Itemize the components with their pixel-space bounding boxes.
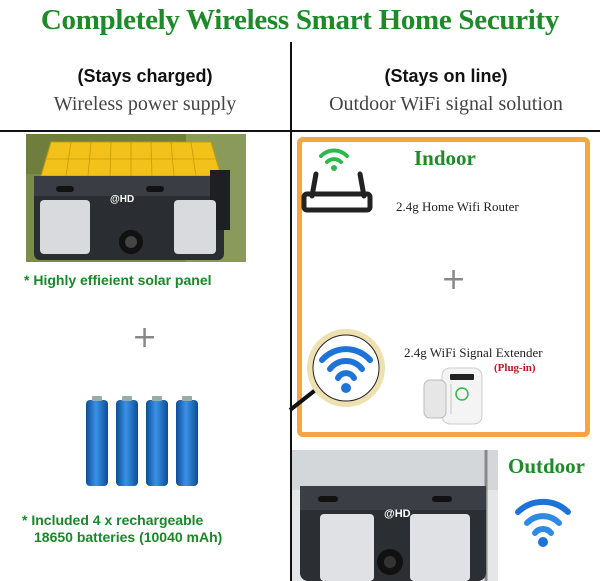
vertical-divider [290, 42, 292, 581]
right-subheading: Outdoor WiFi signal solution [329, 93, 563, 115]
page-title: Completely Wireless Smart Home Security [40, 4, 560, 36]
router-label: 2.4g Home Wifi Router [396, 199, 519, 214]
left-heading: (Stays charged) [77, 66, 213, 86]
horizontal-divider [0, 130, 600, 132]
magnifier-wifi-icon [288, 326, 392, 412]
right-plus: + [441, 262, 467, 297]
battery-caption-line1: * Included 4 x rechargeable [22, 512, 204, 528]
outdoor-wifi-icon [512, 496, 574, 548]
plugin-label: (Plug-in) [494, 362, 536, 374]
left-plus: + [132, 320, 158, 355]
right-heading: (Stays on line) [384, 66, 508, 86]
batteries-image [84, 396, 202, 488]
battery-caption-line2: 18650 batteries (10040 mAh) [34, 529, 223, 545]
outdoor-label: Outdoor [508, 454, 586, 478]
router-icon [300, 144, 374, 216]
indoor-panel [297, 137, 590, 437]
wifi-extender-image [420, 366, 486, 428]
outdoor-brand-text: @HD [384, 508, 411, 520]
brand-text: @HD [110, 194, 135, 205]
indoor-label: Indoor [414, 146, 476, 170]
outdoor-camera-image: @HD [292, 450, 498, 581]
solar-camera-image: @HD [26, 134, 246, 262]
left-subheading: Wireless power supply [53, 93, 237, 115]
solar-caption: * Highly effieient solar panel [24, 272, 212, 288]
extender-label: 2.4g WiFi Signal Extender [404, 345, 543, 360]
